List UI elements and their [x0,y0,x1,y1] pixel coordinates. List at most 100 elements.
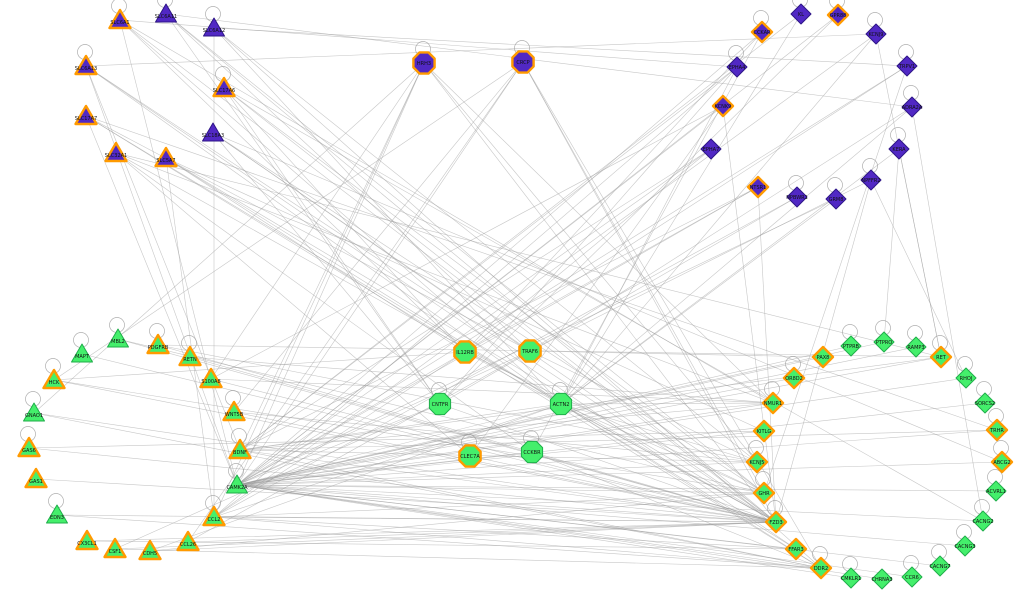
node-EPHA4[interactable]: EPHA4 [726,56,748,78]
edge [236,186,759,486]
node-label: OR8D2 [785,376,803,382]
node-GNAO1[interactable]: GNAO1 [23,402,45,422]
node-KCNJ5[interactable]: KCNJ5 [745,450,769,474]
node-SLC5A7[interactable]: SLC5A7 [154,146,178,168]
node-CNTFR[interactable]: CNTFR [428,392,452,416]
node-CCL26[interactable]: CCL26 [176,530,200,552]
node-EDN3[interactable]: EDN3 [46,504,68,524]
node-EPHA7[interactable]: EPHA7 [700,138,722,160]
node-GHR[interactable]: GHR [752,481,776,505]
node-ABCG2[interactable]: ABCG2 [990,450,1014,474]
node-PTPRB[interactable]: PTPRB [840,335,862,357]
node-CCKBR[interactable]: CCKBR [520,440,544,464]
node-NTSR1[interactable]: NTSR1 [746,175,770,199]
node-CSF1[interactable]: CSF1 [103,537,127,559]
node-MAPT[interactable]: MAPT [71,343,93,363]
node-RET[interactable]: RET [929,345,953,369]
node-GAS1[interactable]: GAS1 [24,467,48,489]
triangle-node-shape [202,505,226,527]
node-DDR2[interactable]: DDR2 [809,556,833,580]
node-WNT5B[interactable]: WNT5B [222,400,246,422]
node-SLC6A13[interactable]: SLC6A13 [74,54,98,76]
node-HCK[interactable]: HCK [42,368,66,390]
node-PAX8[interactable]: PAX8 [811,345,835,369]
edge [117,338,777,523]
node-FZD3[interactable]: FZD3 [764,510,788,534]
node-SLC6A1[interactable]: SLC6A1 [108,8,132,30]
triangle-node-shape [203,17,225,37]
node-CCL2[interactable]: CCL2 [202,505,226,527]
node-TRAF6[interactable]: TRAF6 [518,339,542,363]
node-TRPV1[interactable]: TRPV1 [896,55,918,77]
node-GRM8[interactable]: GRM8 [825,188,847,210]
node-SORCS2[interactable]: SORCS2 [974,392,996,414]
node-OR8D2[interactable]: OR8D2 [782,366,806,390]
node-ACVRL1[interactable]: ACVRL1 [985,480,1007,502]
node-GAS6[interactable]: GAS6 [17,436,41,458]
node-SLC17A7[interactable]: SLC17A7 [74,104,98,126]
diamond-node-shape [746,175,770,199]
node-NPBWR1[interactable]: NPBWR1 [786,186,808,208]
node-label: ABCG2 [993,460,1010,466]
diamond-node-shape [784,537,808,561]
node-label: CRCP [516,60,529,66]
node-SLC17A6[interactable]: SLC17A6 [212,76,236,98]
node-KCNK9[interactable]: KCNK9 [711,94,735,118]
node-RAMP3[interactable]: RAMP3 [905,336,927,358]
node-label: SLC17A6 [213,88,235,94]
node-label: KCNK9 [715,104,732,110]
node-KITLG[interactable]: KITLG [752,419,776,443]
node-NPFFR2[interactable]: NPFFR2 [860,169,882,191]
node-IL12RB[interactable]: IL12RB [453,340,477,364]
node-MBL2[interactable]: MBL2 [107,328,129,348]
node-S100A8[interactable]: S100A8 [199,367,223,389]
node-label: KL [798,12,804,18]
edge [85,33,877,67]
octagon-node-shape [453,340,477,364]
diamond-node-shape [840,567,862,589]
node-CACNG3[interactable]: CACNG3 [954,535,976,557]
node-SLC18A3[interactable]: SLC18A3 [202,122,224,142]
node-FFAR3[interactable]: FFAR3 [784,537,808,561]
node-NMUR1[interactable]: NMUR1 [761,391,785,415]
triangle-node-shape [107,328,129,348]
edge [464,186,759,353]
node-CDH5[interactable]: CDH5 [138,539,162,561]
node-RHOJ[interactable]: RHOJ [955,367,977,389]
node-BDNF[interactable]: BDNF [228,438,252,460]
node-HRH3[interactable]: HRH3 [412,51,436,75]
node-GPR88[interactable]: GPR88 [826,3,850,27]
node-CX3CL1[interactable]: CX3CL1 [75,529,99,551]
node-CACNG2[interactable]: CACNG2 [972,510,994,532]
node-CLEC7A[interactable]: CLEC7A [458,444,482,468]
node-CCR6[interactable]: CCR6 [901,566,923,588]
node-ACTN2[interactable]: ACTN2 [549,392,573,416]
node-CAMK2A[interactable]: CAMK2A [226,474,248,494]
node-label: FZD3 [769,520,782,526]
edge [236,31,763,486]
diamond-node-shape [825,188,847,210]
node-SLC6A11[interactable]: SLC6A11 [155,3,177,23]
triangle-node-shape [104,141,128,163]
node-RETN[interactable]: RETN [178,345,202,367]
diamond-node-shape [901,96,923,118]
edge [53,379,777,523]
node-ADRA2A[interactable]: ADRA2A [901,96,923,118]
node-CHRNA3[interactable]: CHRNA3 [871,568,893,590]
node-PTPRO[interactable]: PTPRO [873,331,895,353]
edge [236,377,795,486]
node-PDGFRB[interactable]: PDGFRB [146,333,170,355]
node-KL[interactable]: KL [790,3,812,25]
edge [560,403,758,463]
node-TRHR[interactable]: TRHR [985,418,1009,442]
edge [469,105,724,457]
node-KERA[interactable]: KERA [888,138,910,160]
node-SLC32A1[interactable]: SLC32A1 [104,141,128,163]
edge [236,402,986,486]
node-CCKAR[interactable]: CCKAR [750,20,774,44]
node-CMKLR1[interactable]: CMKLR1 [840,567,862,589]
node-SLC6A12[interactable]: SLC6A12 [203,17,225,37]
node-CRCP[interactable]: CRCP [511,50,535,74]
node-KCNJ9[interactable]: KCNJ9 [865,23,887,45]
node-CACNG7[interactable]: CACNG7 [929,555,951,577]
